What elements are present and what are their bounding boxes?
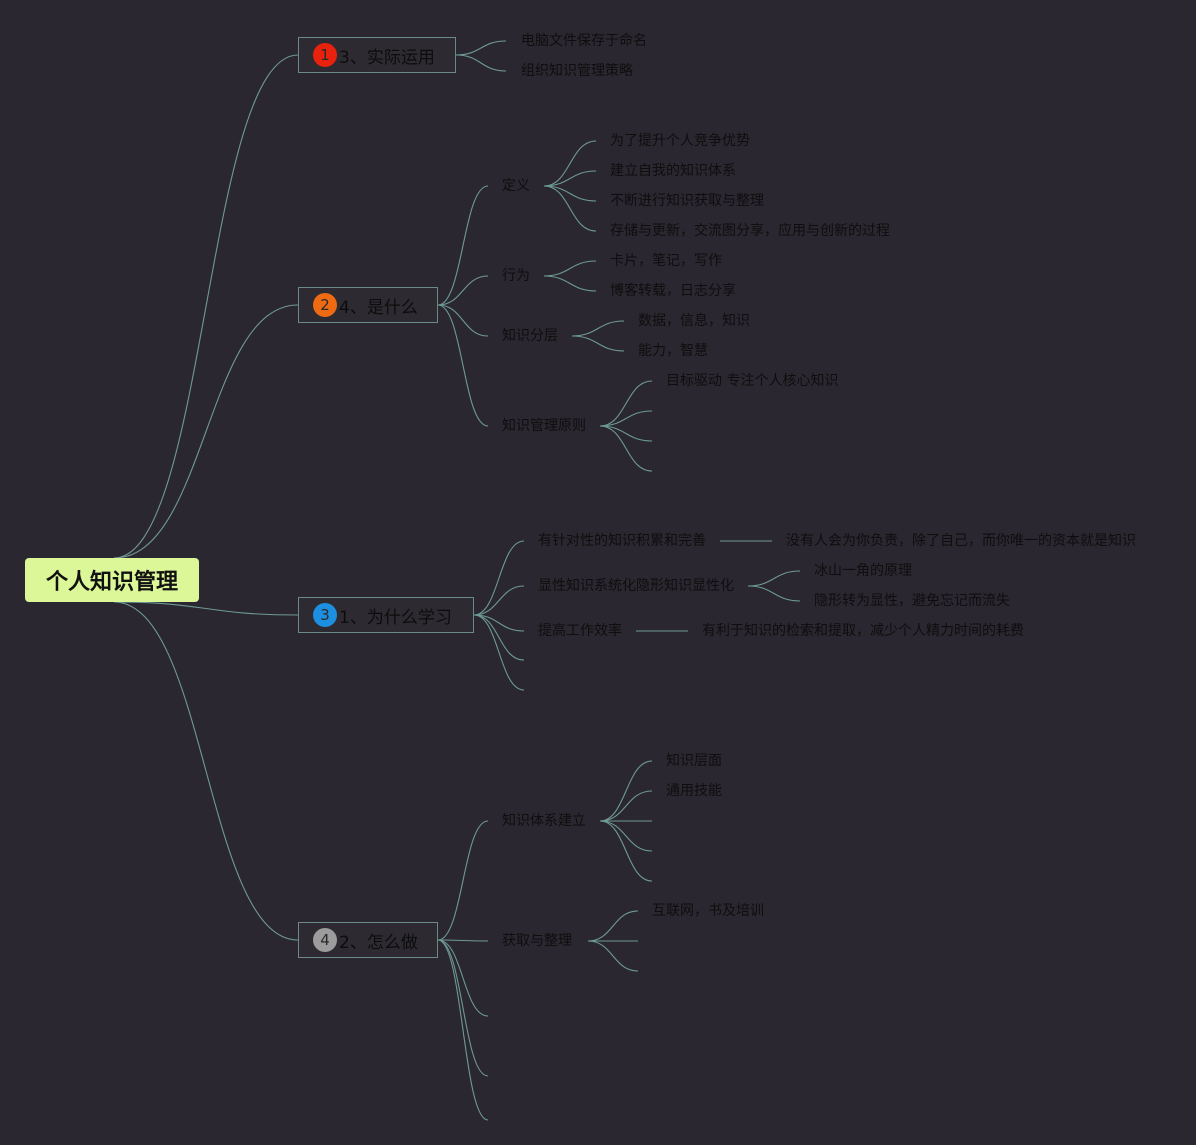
connector-line: [747, 585, 801, 602]
connector-line: [437, 275, 489, 306]
topic-node[interactable]: 通用技能: [666, 783, 722, 799]
subtopic-node[interactable]: 知识分层: [502, 328, 558, 344]
branch-node-1[interactable]: 1 3、实际运用: [298, 37, 456, 73]
connector-line: [543, 275, 597, 292]
topic-node[interactable]: 没有人会为你负责，除了自己，而你唯一的资本就是知识: [786, 533, 1136, 549]
connector-line: [747, 570, 801, 587]
connector-line: [543, 170, 597, 187]
branch-node-2[interactable]: 2 4、是什么: [298, 287, 438, 323]
subtopic-node[interactable]: 行为: [502, 268, 530, 284]
connector-line: [473, 614, 525, 661]
connector-line: [599, 425, 653, 442]
connector-line: [437, 939, 489, 1121]
connector-line: [599, 760, 653, 822]
connector-line: [599, 425, 653, 472]
priority-badge-1: 1: [313, 43, 337, 67]
connector-line: [437, 304, 489, 427]
connector-line: [543, 260, 597, 277]
topic-node[interactable]: 不断进行知识获取与整理: [610, 193, 764, 209]
topic-node[interactable]: 建立自我的知识体系: [610, 163, 736, 179]
connector-line: [437, 185, 489, 306]
branch-label: 2、怎么做: [339, 932, 418, 953]
connector-line: [473, 614, 525, 691]
topic-node[interactable]: 能力，智慧: [638, 343, 708, 359]
topic-node[interactable]: 知识层面: [666, 753, 722, 769]
root-connector: [113, 304, 299, 559]
branch-node-3[interactable]: 3 1、为什么学习: [298, 597, 474, 633]
branch-label: 1、为什么学习: [339, 607, 452, 628]
connector-line: [599, 820, 653, 852]
topic-node[interactable]: 博客转载，日志分享: [610, 283, 736, 299]
subtopic-node[interactable]: 获取与整理: [502, 933, 572, 949]
root-node[interactable]: 个人知识管理: [25, 558, 199, 602]
connector-line: [587, 940, 639, 972]
root-connector: [113, 54, 299, 559]
topic-node[interactable]: 冰山一角的原理: [814, 563, 912, 579]
connector-line: [473, 585, 525, 616]
connector-line: [599, 790, 653, 822]
priority-badge-3: 3: [313, 603, 337, 627]
topic-node[interactable]: 组织知识管理策略: [521, 63, 633, 79]
topic-node[interactable]: 数据，信息，知识: [638, 313, 750, 329]
connector-line: [599, 380, 653, 427]
connector-line: [437, 820, 489, 941]
connector-line: [473, 614, 525, 632]
subtopic-node[interactable]: 定义: [502, 178, 530, 194]
connector-line: [543, 185, 597, 202]
root-label: 个人知识管理: [45, 570, 178, 595]
connector-line: [599, 410, 653, 427]
connector-line: [571, 320, 625, 337]
topic-node[interactable]: 互联网，书及培训: [652, 903, 764, 919]
root-connector: [113, 601, 299, 941]
subtopic-node[interactable]: 显性知识系统化隐形知识显性化: [538, 578, 734, 594]
connector-line: [571, 335, 625, 352]
connector-line: [437, 304, 489, 337]
connector-line: [455, 40, 507, 56]
connector-line: [437, 939, 489, 1077]
root-connector: [113, 601, 299, 616]
connector-line: [437, 939, 489, 942]
topic-node[interactable]: 卡片，笔记，写作: [610, 253, 722, 269]
connector-line: [473, 540, 525, 616]
connector-line: [599, 820, 653, 882]
topic-node[interactable]: 电脑文件保存于命名: [521, 33, 647, 49]
topic-node[interactable]: 存储与更新，交流图分享，应用与创新的过程: [610, 223, 890, 239]
subtopic-node[interactable]: 知识管理原则: [502, 418, 586, 434]
topic-node[interactable]: 为了提升个人竞争优势: [610, 133, 750, 149]
connector-line: [587, 910, 639, 942]
topic-node[interactable]: 目标驱动 专注个人核心知识: [666, 373, 839, 389]
subtopic-node[interactable]: 有针对性的知识积累和完善: [538, 533, 706, 549]
branch-label: 4、是什么: [339, 297, 418, 318]
connector-line: [437, 939, 489, 1017]
branch-label: 3、实际运用: [339, 47, 435, 68]
connector-line: [543, 185, 597, 232]
subtopic-node[interactable]: 提高工作效率: [538, 623, 622, 639]
priority-badge-4: 4: [313, 928, 337, 952]
connector-line: [455, 54, 507, 72]
topic-node[interactable]: 隐形转为显性，避免忘记而流失: [814, 593, 1010, 609]
topic-node[interactable]: 有利于知识的检索和提取，减少个人精力时间的耗费: [702, 623, 1024, 639]
subtopic-node[interactable]: 知识体系建立: [502, 813, 586, 829]
connector-line: [543, 140, 597, 187]
priority-badge-2: 2: [313, 293, 337, 317]
branch-node-4[interactable]: 4 2、怎么做: [298, 922, 438, 958]
